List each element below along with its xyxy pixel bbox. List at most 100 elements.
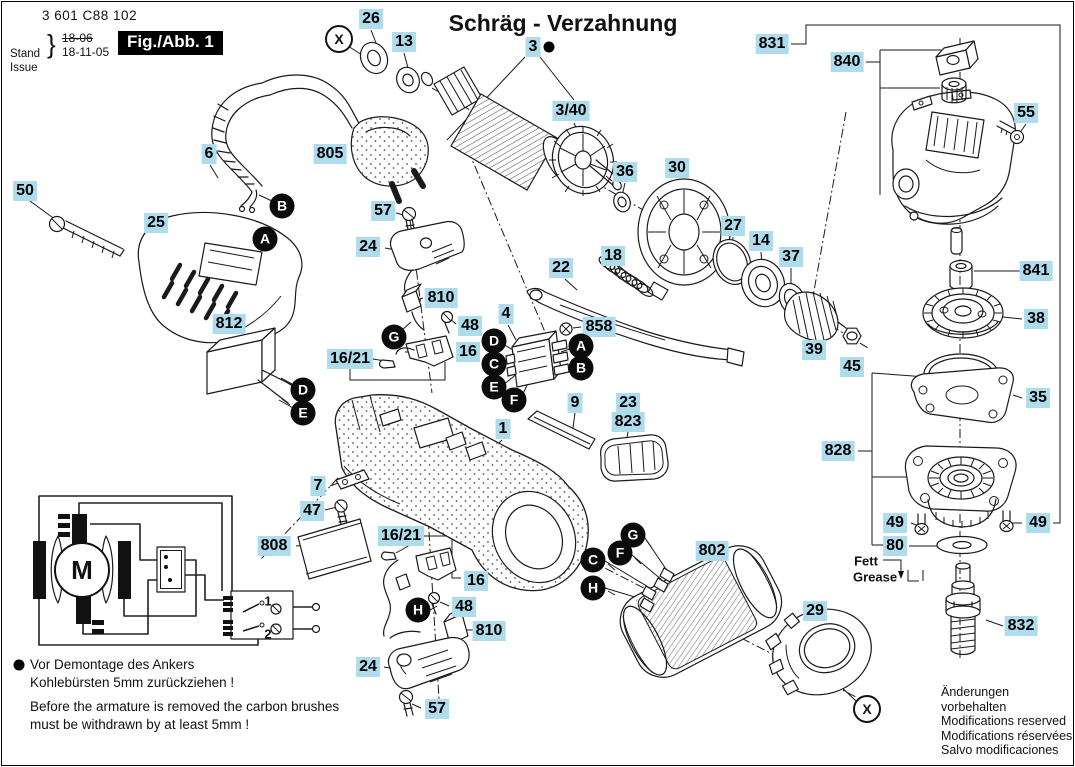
part-label-14: 14 [749,231,773,251]
footnote-en-line1: Before the armature is removed the carbo… [30,699,340,714]
callout-F: F [501,387,527,413]
part-label-16-21: 16/21 [377,526,425,546]
part-label-26: 26 [359,9,383,29]
part-label-3: 3 [525,37,541,57]
part-label-38: 38 [1024,309,1048,329]
part-label-840: 840 [830,52,864,72]
callout-A: A [252,226,278,252]
part-label-832: 832 [1004,616,1038,636]
bearing-flange-30 [637,178,735,301]
callout-B: B [269,193,295,219]
part-label-18: 18 [601,246,625,266]
part-label-27: 27 [721,216,745,236]
issue-label: Issue [10,62,38,74]
part-label-50: 50 [13,181,37,201]
brace: } [47,29,56,59]
callout-B: B [568,355,594,381]
gear-head-housing [891,89,1016,225]
part-label-808: 808 [257,536,291,556]
part-label-57: 57 [371,201,395,221]
callout-H: H [405,597,431,623]
revision-line-de: Änderungen vorbehalten [941,685,1010,714]
suppressor-812 [206,327,295,406]
marker-dot [13,659,25,671]
nuts-840-group [935,40,979,104]
part-label-49: 49 [1026,513,1050,533]
page-title: Schräg - Verzahnung [448,10,678,36]
brush-group-bottom [380,547,470,717]
part-label-45: 45 [840,357,864,377]
part-label-841: 841 [1019,261,1053,281]
gear-train-parts [712,239,862,345]
type-number: 3 601 C88 102 [42,8,138,23]
part-label-55: 55 [1014,103,1038,123]
part-label-16: 16 [464,571,488,591]
power-cord-and-plug [211,74,429,214]
stand-label: Stand [10,48,41,60]
plate-9 [527,410,596,450]
text-1: 1 [264,593,272,609]
footnote-en-line2: must be withdrawn by at least 5mm ! [30,717,250,732]
marker-dot [543,41,555,53]
retaining-ring-36 [613,191,631,213]
air-baffle-29 [765,608,872,696]
main-housing-1 [334,394,589,592]
part-label-39: 39 [802,340,826,360]
part-label-24: 24 [356,657,380,677]
drawing-header: 3 601 C88 102 Stand Issue [10,8,138,74]
part-label-57: 57 [425,699,449,719]
spindle-832 [945,562,981,656]
part-label-4: 4 [498,304,514,324]
issue-date: 18-11-05 [62,45,110,59]
revision-line-en: Modifications reserved [941,714,1067,728]
part-label-13: 13 [392,32,416,52]
part-label-47: 47 [300,501,324,521]
figure-label: Fig./Abb. 1 [118,31,223,55]
text-fett: Fett [854,553,878,569]
washer-80 [936,535,988,555]
part-label-828: 828 [821,441,855,461]
revision-line-es: Salvo modificaciones [941,743,1059,757]
part-label-80: 80 [883,536,907,556]
part-label-37: 37 [779,247,803,267]
callout-H: H [580,575,606,601]
part-label-29: 29 [803,601,827,621]
part-label-23: 23 [616,393,640,413]
part-label-1: 1 [495,419,511,439]
ring-26-bearing-13 [359,41,420,94]
field-stator-802 [607,540,783,678]
superseded-date: 18-06 [62,31,93,45]
part-label-802: 802 [695,541,729,561]
revisions-note: Änderungen vorbehalten Modifications res… [941,685,1075,758]
callout-C: C [580,547,606,573]
housing-cover-25 [137,211,303,344]
footnote-de-line2: Kohlebürsten 5mm zurückziehen ! [30,675,235,690]
pin-and-bushing-841 [949,227,973,291]
callout-C: C [481,351,507,377]
armature [420,66,622,196]
part-label-24: 24 [356,237,380,257]
part-label-810: 810 [424,288,458,308]
part-label-36: 36 [613,162,637,182]
part-label-16: 16 [456,342,480,362]
part-label-823: 823 [611,412,645,432]
crown-gear-38 [922,287,1004,339]
footnote: Vor Demontage des Ankers Kohlebürsten 5m… [30,656,339,734]
gasket-flange-35 [910,353,1014,424]
part-label-16-21: 16/21 [326,349,374,369]
part-label-6: 6 [201,144,217,164]
part-label-49: 49 [883,513,907,533]
part-label-25: 25 [144,213,168,233]
part-label-30: 30 [665,158,689,178]
callout-M: M [54,542,110,598]
part-label-812: 812 [212,314,246,334]
bearing-flange-828 [904,445,1017,528]
footnote-de-line1: Vor Demontage des Ankers [30,657,195,672]
clamp-7-screw-47 [334,469,370,525]
brush-group-top [378,206,465,369]
part-label-48: 48 [458,316,482,336]
screws-49 [914,510,1014,536]
callout-D: D [290,377,316,403]
